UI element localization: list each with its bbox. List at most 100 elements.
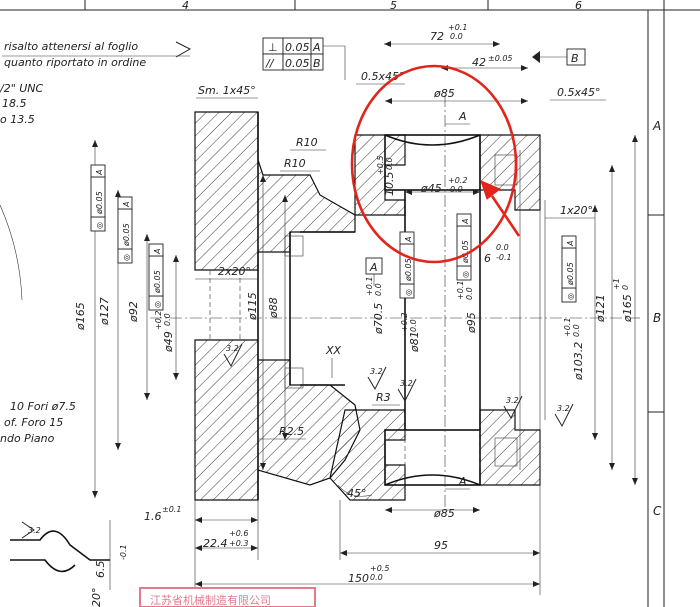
dim-45-tol-lo: 0.0: [450, 185, 463, 194]
dim-49: ø49: [162, 331, 175, 353]
perp-value: 0.05: [285, 41, 310, 54]
dim-103-2: ø103.2: [572, 342, 585, 381]
stamp-text: 江苏省机械制造有限公司: [150, 593, 271, 607]
dim-121: ø121: [594, 294, 607, 323]
conc-frame-2: ◎ ø0.05 A: [117, 196, 133, 264]
chamfer-1x20: 1x20°: [560, 204, 593, 217]
note-line-2: quanto riportato in ordine: [4, 56, 146, 69]
dim-85-top: ø85: [433, 87, 455, 100]
sm-chamfer: Sm. 1x45°: [198, 84, 256, 97]
dim-2x20: 2x20°: [218, 265, 251, 278]
surface-finish-5: 3.2: [554, 403, 574, 428]
dim-72-tol-lo: 0.0: [450, 32, 463, 41]
conc-1-datum: A: [95, 170, 104, 176]
conc-6-datum: A: [566, 241, 575, 247]
conc-3-symbol: ◎: [153, 301, 162, 308]
dim-150-tol-up: +0.5: [370, 564, 389, 573]
note-holes-1: 10 Fori ø7.5: [10, 400, 76, 413]
surface-finish-4: 3.2: [503, 395, 523, 420]
note-val-2: o 13.5: [0, 113, 35, 126]
dim-22-4: 22.4: [203, 537, 228, 550]
surface-finish-3: 3.2: [397, 378, 417, 403]
conc-frame-5: ◎ ø0.05 A: [456, 213, 472, 281]
angle-45: 45°: [347, 487, 367, 500]
dim-70-5-tol-up: +0.1: [365, 277, 374, 296]
dim-6-tol-lo: -0.1: [496, 253, 512, 262]
conc-5-value: ø0.05: [461, 240, 470, 264]
dim-22-4-tol-up: +0.6: [229, 529, 248, 538]
highlight-circle: [350, 64, 518, 264]
dim-49-tol-lo: 0.0: [163, 313, 172, 326]
dim-10-5-tol-up: +0.5: [376, 156, 385, 175]
grid-row-a: A: [652, 119, 661, 133]
radius-r10-a: R10: [296, 136, 318, 149]
dim-6-tol-up: 0.0: [496, 243, 509, 252]
perp-datum: A: [312, 41, 321, 54]
dim-165-right-tol-up: +1: [612, 278, 621, 290]
finish-3-value: 3.2: [400, 379, 413, 388]
dim-95-length: 95: [434, 539, 448, 552]
company-stamp: 江苏省机械制造有限公司: [139, 587, 316, 607]
tolerance-frame-parallelism: // 0.05 B: [262, 53, 324, 71]
radius-r3: R3: [376, 391, 391, 404]
conc-4-symbol: ◎: [404, 289, 413, 296]
dim-165-left: ø165: [74, 302, 87, 331]
dim-10-5-tol-lo: 0.0: [385, 157, 394, 170]
dim-10-5: 10.5: [383, 172, 396, 197]
notes-block: risalto attenersi al foglio quanto ripor…: [0, 40, 192, 445]
dim-95-tol-lo: 0.0: [465, 287, 474, 300]
angle-20: 20°: [90, 588, 103, 607]
note-thread: /2" UNC: [0, 82, 44, 95]
dim-45-tol-up: +0.2: [448, 176, 467, 185]
note-holes-2: of. Foro 15: [4, 416, 63, 429]
note-flag-icon: [175, 41, 192, 58]
dim-81-tol-up: +0.2: [400, 313, 409, 332]
grid-col-5: 5: [390, 0, 397, 12]
datum-a-label: A: [369, 261, 378, 274]
conc-3-value: ø0.05: [153, 270, 162, 294]
conc-2-datum: A: [122, 202, 131, 208]
note-val-1: 18.5: [2, 97, 27, 110]
dim-95: ø95: [465, 312, 478, 334]
grid-row-c: C: [653, 504, 662, 518]
finish-6-value: 3.2: [28, 526, 41, 535]
datum-b-label: B: [571, 52, 579, 65]
parallel-symbol: //: [265, 57, 275, 70]
bolt-circle-arc: [0, 204, 23, 301]
conc-4-value: ø0.05: [404, 258, 413, 282]
finish-5-value: 3.2: [557, 404, 570, 413]
dim-85-bottom: ø85: [433, 507, 455, 520]
dim-6-5: 6.5: [94, 561, 107, 579]
section-a-top: A: [458, 110, 467, 123]
dim-42: 42: [472, 56, 486, 69]
finish-1-value: 3.2: [226, 344, 239, 353]
datum-a-marker: A: [365, 257, 383, 286]
conc-3-datum: A: [153, 249, 162, 255]
conc-5-symbol: ◎: [461, 271, 470, 278]
dim-165-right: ø165: [621, 294, 634, 323]
grid-row-b: B: [653, 311, 661, 325]
grid-col-4: 4: [182, 0, 189, 12]
conc-frame-3: ◎ ø0.05 A: [148, 243, 164, 311]
section-a-bottom: A: [458, 475, 467, 488]
conc-frame-6: ◎ ø0.05 A: [561, 235, 577, 303]
dim-103-2-tol-up: +0.1: [563, 318, 572, 337]
parallel-datum: B: [313, 57, 321, 70]
parallel-value: 0.05: [285, 57, 310, 70]
dim-72-tol-up: +0.1: [448, 23, 467, 32]
dim-81-tol-lo: 0.0: [409, 319, 418, 332]
dim-49-tol-up: +0.2: [154, 311, 163, 330]
datum-b-marker: B: [532, 48, 586, 66]
finish-4-value: 3.2: [506, 396, 519, 405]
surface-finish-6: 3.2: [21, 521, 41, 539]
finish-2-value: 3.2: [370, 367, 383, 376]
chamfer-right: 0.5x45°: [557, 86, 601, 99]
conc-5-datum: A: [461, 219, 470, 225]
note-line-1: risalto attenersi al foglio: [4, 40, 138, 53]
surface-finish-1: 3.2: [223, 343, 243, 368]
conc-1-value: ø0.05: [95, 191, 104, 215]
dim-88: ø88: [267, 297, 280, 319]
conc-4-datum: A: [404, 237, 413, 243]
